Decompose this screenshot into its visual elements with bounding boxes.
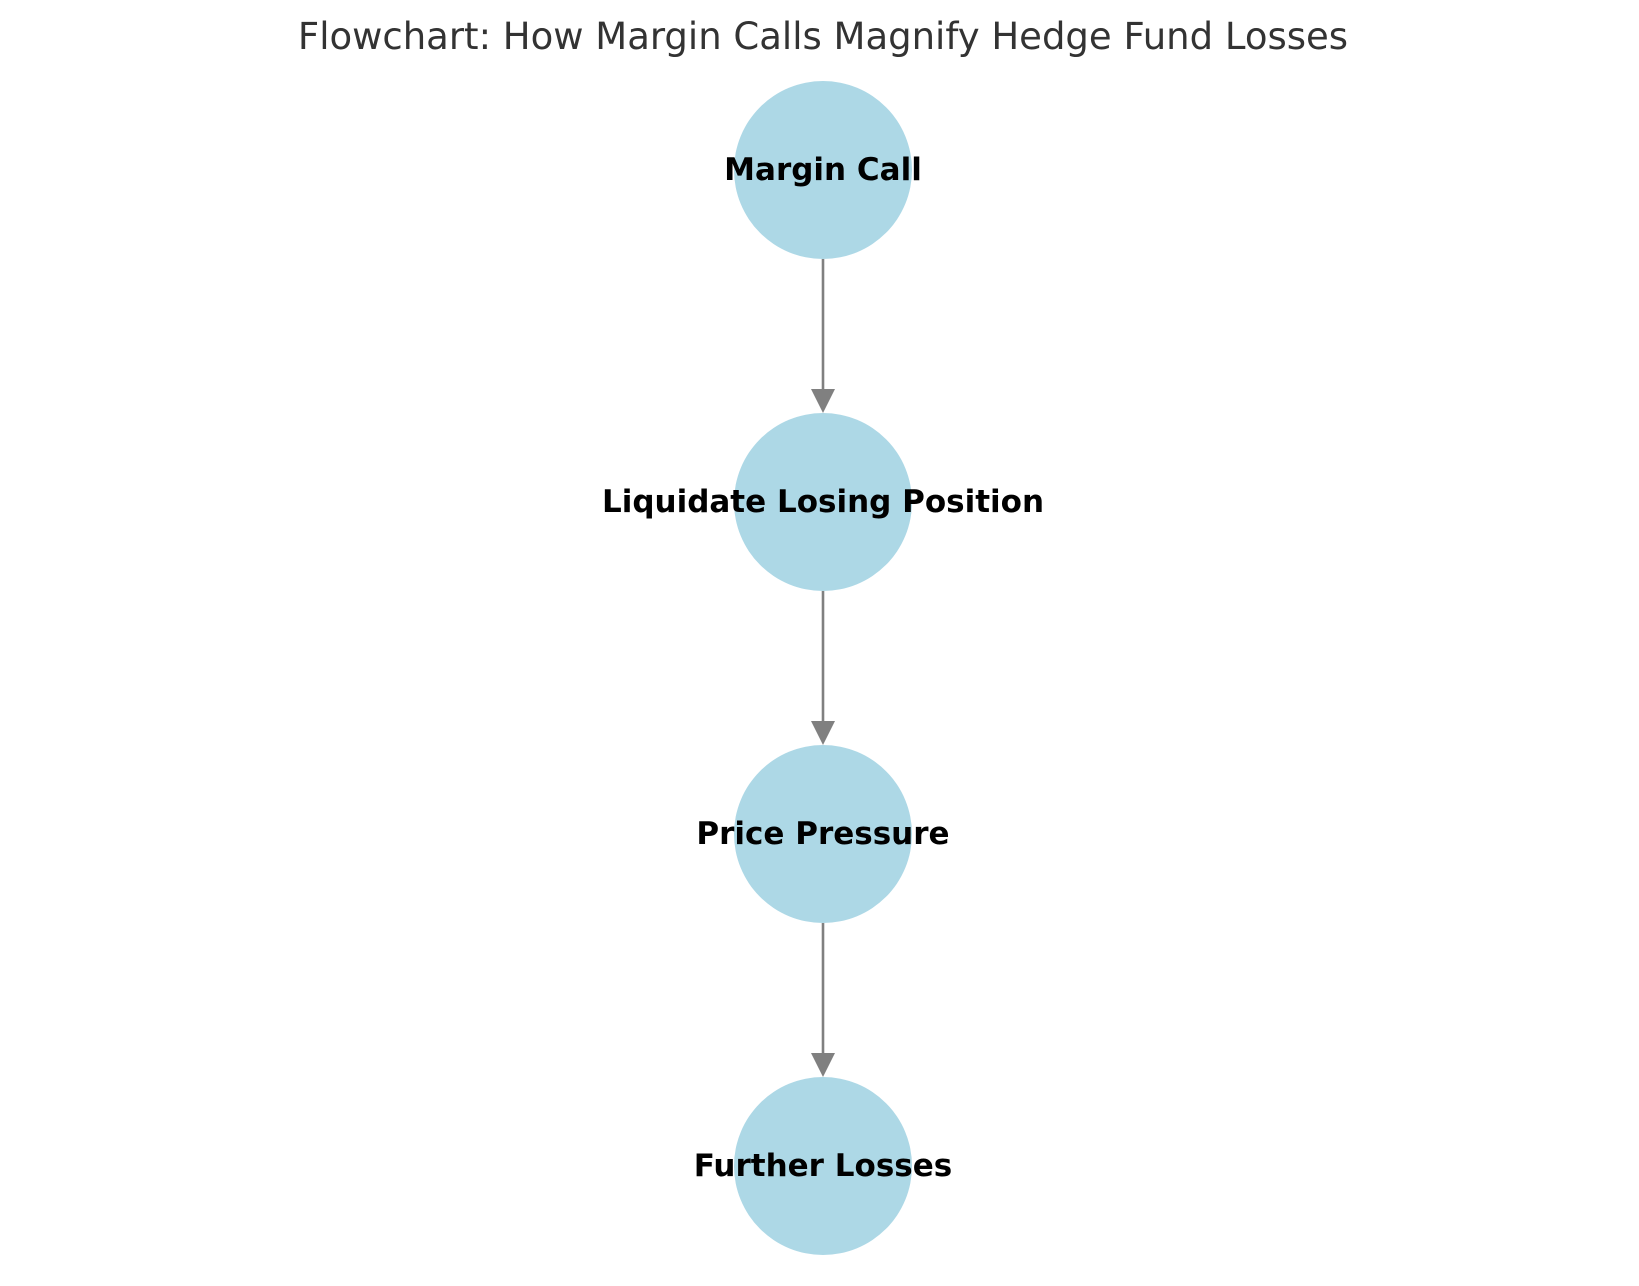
edge-arrow-3	[811, 923, 835, 1077]
edges-layer	[811, 259, 835, 1077]
arrowhead-icon	[811, 389, 835, 413]
edge-arrow-1	[811, 259, 835, 413]
node-label: Further Losses	[694, 1148, 952, 1184]
diagram-title: Flowchart: How Margin Calls Magnify Hedg…	[298, 15, 1348, 58]
node-label: Price Pressure	[696, 816, 949, 852]
node-label: Margin Call	[724, 152, 922, 188]
node-liquidate: Liquidate Losing Position	[602, 413, 1044, 591]
arrowhead-icon	[811, 1053, 835, 1077]
node-price-pressure: Price Pressure	[696, 745, 950, 923]
node-margin-call: Margin Call	[724, 81, 922, 259]
node-circle	[734, 1077, 912, 1255]
node-circle	[734, 745, 912, 923]
node-label: Liquidate Losing Position	[602, 484, 1044, 520]
arrowhead-icon	[811, 721, 835, 745]
node-circle	[734, 413, 912, 591]
edge-arrow-2	[811, 591, 835, 745]
node-further-losses: Further Losses	[694, 1077, 952, 1255]
node-circle	[734, 81, 912, 259]
